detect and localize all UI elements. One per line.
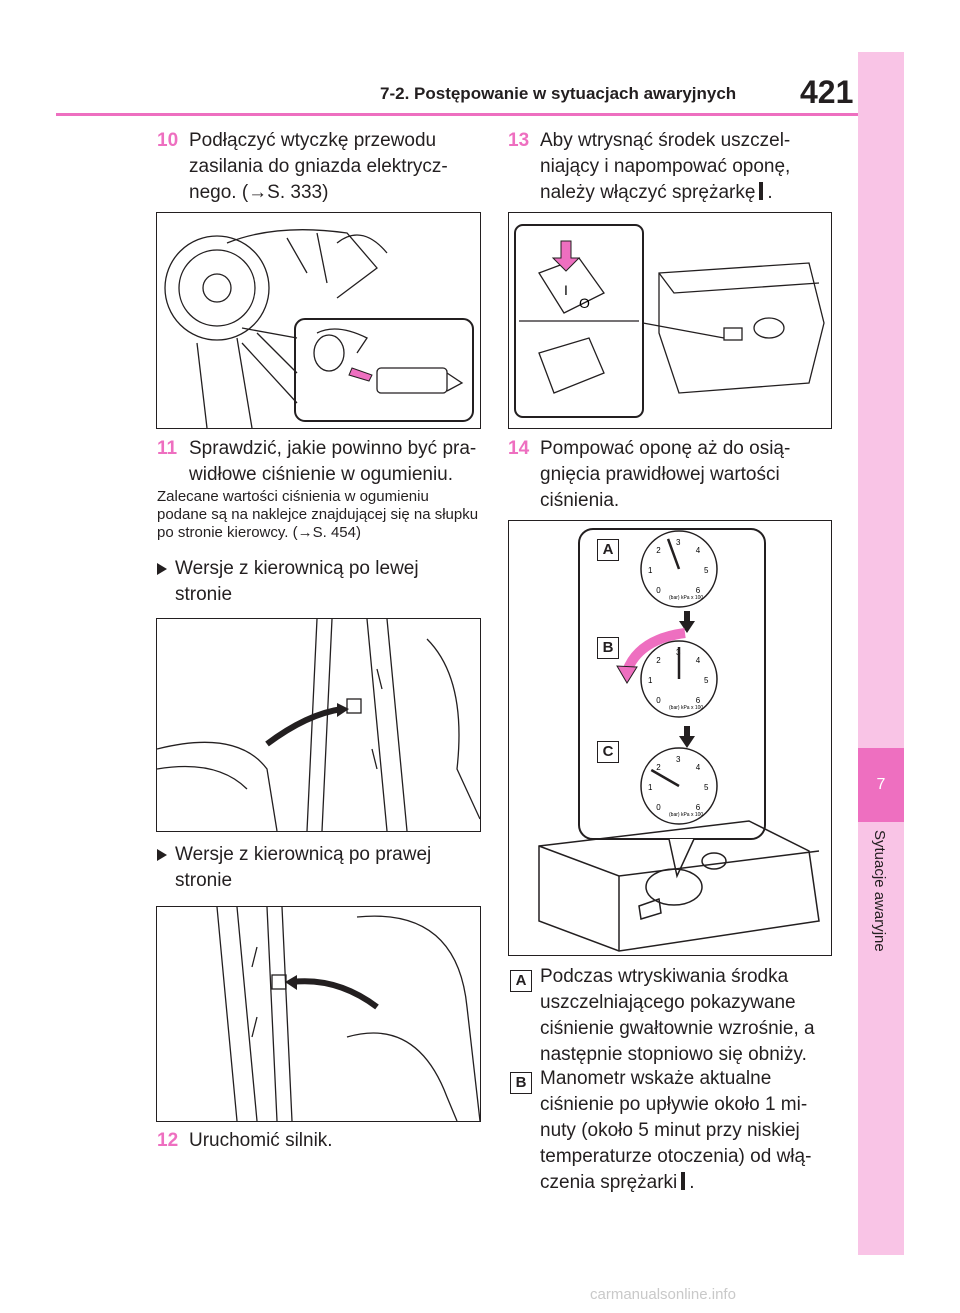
gauge-unit-label: (bar) kPa x 100 bbox=[669, 705, 703, 711]
figure-lhd-pillar bbox=[156, 618, 481, 832]
watermark: carmanualsonline.info bbox=[590, 1286, 736, 1303]
page-number: 421 bbox=[800, 74, 854, 110]
gauge-tick-label: 5 bbox=[704, 676, 709, 685]
gauge-unit-label: (bar) kPa x 100 bbox=[669, 812, 703, 818]
compressor-switch-icon bbox=[759, 182, 764, 200]
gauge-tick-label: 2 bbox=[656, 763, 661, 772]
dashboard-socket-illustration bbox=[164, 229, 474, 428]
gauge-tick-label: 0 bbox=[656, 803, 661, 812]
figure-rhd-pillar bbox=[156, 906, 481, 1122]
gauge-unit-label: (bar) kPa x 100 bbox=[669, 595, 703, 601]
legend-key-b: B bbox=[510, 1072, 532, 1094]
figure-compressor-switch: I O bbox=[508, 212, 832, 429]
step-text: Pompować oponę aż do osią-gnięcia prawid… bbox=[540, 438, 791, 511]
step-number: 14 bbox=[508, 438, 530, 459]
legend-text-a: Podczas wtryskiwania środka uszczelniają… bbox=[540, 966, 815, 1065]
step-13: 13 Aby wtrysnąć środek uszczel-niający i… bbox=[508, 128, 828, 206]
step-12: 12 Uruchomić silnik. bbox=[157, 1128, 482, 1154]
legend-key-a: A bbox=[510, 970, 532, 992]
gauge-needle bbox=[650, 768, 680, 788]
legend-text-b: Manometr wskaże aktualne ciśnienie po up… bbox=[540, 1068, 812, 1193]
gauge-needle bbox=[666, 538, 681, 570]
chapter-sidebar bbox=[858, 52, 904, 1255]
gauge-tick-label: 2 bbox=[656, 656, 661, 665]
gauge-tick-label: 4 bbox=[696, 763, 701, 772]
compressor-switch-icon bbox=[681, 1172, 686, 1190]
bullet-left-hand-drive: Wersje z kierownicą po lewej stronie bbox=[157, 556, 475, 608]
gauge-tick-label: 4 bbox=[696, 656, 701, 665]
step-number: 11 bbox=[157, 438, 178, 459]
switch-on-mark: I bbox=[564, 282, 568, 298]
step-11: 11 Sprawdzić, jakie powinno być pra-widł… bbox=[157, 436, 482, 488]
lhd-pillar-illustration bbox=[157, 619, 480, 831]
gauge-tick-label: 2 bbox=[656, 546, 661, 555]
gauge-tick-label: 0 bbox=[656, 586, 661, 595]
step-14: 14 Pompować oponę aż do osią-gnięcia pra… bbox=[508, 436, 828, 514]
gauge-tick-label: 6 bbox=[696, 586, 701, 595]
step-number: 13 bbox=[508, 130, 530, 151]
section-title: 7-2. Postępowanie w sytuacjach awaryjnyc… bbox=[380, 84, 737, 103]
step-number: 12 bbox=[157, 1130, 179, 1151]
chapter-tab[interactable]: 7 bbox=[858, 748, 904, 822]
gauge-tick-label: 5 bbox=[704, 566, 709, 575]
step-number: 10 bbox=[157, 130, 179, 151]
compressor-switch-illustration: I O bbox=[514, 224, 825, 418]
step-text: Uruchomić silnik. bbox=[189, 1130, 333, 1151]
step-text: Aby wtrysnąć środek uszczel-niający i na… bbox=[540, 130, 791, 203]
gauge-tick-label: 6 bbox=[696, 696, 701, 705]
chapter-label: Sytuacje awaryjne bbox=[871, 830, 888, 952]
gauge-tick-label: 1 bbox=[648, 783, 653, 792]
tire-pressure-note: Zalecane wartości ciśnienia w ogumieniu … bbox=[157, 488, 479, 541]
rhd-pillar-illustration bbox=[216, 907, 480, 1121]
gauge-tick-label: 3 bbox=[676, 538, 681, 547]
gauge-tick-label: 4 bbox=[696, 546, 701, 555]
gauge-tick-label: 5 bbox=[704, 783, 709, 792]
header-divider bbox=[56, 113, 858, 116]
gauge-tick-label: 0 bbox=[656, 696, 661, 705]
gauge-tick-label: 3 bbox=[676, 755, 681, 764]
gauge-tick-label: 1 bbox=[648, 676, 653, 685]
gauge-label-b: B bbox=[597, 637, 619, 659]
switch-off-mark: O bbox=[579, 295, 590, 311]
gauge-tick-label: 6 bbox=[696, 803, 701, 812]
gauge-label-a: A bbox=[597, 539, 619, 561]
bullet-right-hand-drive: Wersje z kierownicą po prawej stronie bbox=[157, 842, 475, 894]
figure-dashboard-socket bbox=[156, 212, 481, 429]
step-text: Podłączyć wtyczkę przewodu zasilania do … bbox=[189, 130, 448, 203]
step-text: Sprawdzić, jakie powinno być pra-widłowe… bbox=[189, 438, 477, 485]
gauge-label-c: C bbox=[597, 741, 619, 763]
step-10: 10 Podłączyć wtyczkę przewodu zasilania … bbox=[157, 128, 482, 206]
gauge-tick-label: 1 bbox=[648, 566, 653, 575]
